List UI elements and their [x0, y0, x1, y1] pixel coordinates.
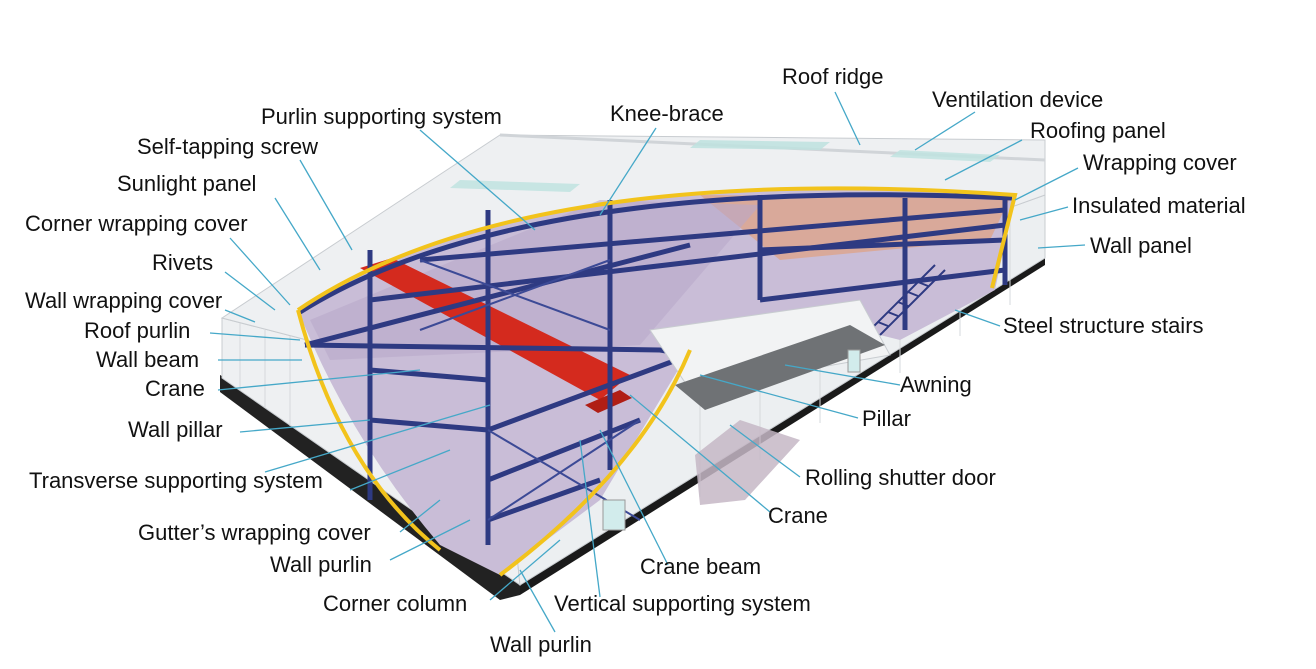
label-wall-purlin-left: Wall purlin — [270, 552, 372, 577]
label-awning: Awning — [900, 372, 972, 397]
label-corner-column: Corner column — [323, 591, 468, 616]
label-steel-structure-stairs: Steel structure stairs — [1003, 313, 1204, 338]
label-corner-wrapping-cover: Corner wrapping cover — [25, 211, 248, 236]
label-purlin-supporting-system: Purlin supporting system — [261, 104, 502, 129]
label-wall-wrapping-cover: Wall wrapping cover — [25, 288, 223, 313]
door-bay-window — [847, 349, 861, 373]
label-sunlight-panel: Sunlight panel — [117, 171, 257, 196]
label-insulated-material: Insulated material — [1072, 193, 1246, 218]
door-bay-wall — [649, 299, 891, 391]
label-knee-brace: Knee-brace — [610, 101, 724, 126]
label-roof-purlin: Roof purlin — [84, 318, 191, 343]
label-roofing-panel: Roofing panel — [1030, 118, 1166, 143]
label-rolling-shutter-door: Rolling shutter door — [805, 465, 996, 490]
label-roof-ridge: Roof ridge — [782, 64, 884, 89]
awning-canopy — [675, 325, 885, 410]
cut-outline — [296, 186, 1018, 312]
label-self-tapping-screw: Self-tapping screw — [137, 134, 318, 159]
label-ventilation-device: Ventilation device — [932, 87, 1104, 112]
label-gutters-wrapping-cover: Gutter’s wrapping cover — [138, 520, 371, 545]
label-crane-beam: Crane beam — [640, 554, 762, 579]
label-rivets: Rivets — [152, 250, 214, 275]
label-wall-beam: Wall beam — [96, 347, 200, 372]
label-wall-purlin-bottom: Wall purlin — [490, 632, 592, 657]
cut-outline-lower — [296, 309, 442, 552]
label-pillar: Pillar — [862, 406, 911, 431]
rolling-shutter-door — [695, 420, 800, 505]
label-transverse-supporting-system: Transverse supporting system — [29, 468, 323, 493]
leader-lines — [209, 91, 1086, 633]
label-wrapping-cover: Wrapping cover — [1083, 150, 1237, 175]
label-crane-right: Crane — [768, 503, 828, 528]
side-window — [602, 499, 626, 531]
cut-outline-front — [498, 349, 692, 577]
label-wall-panel: Wall panel — [1090, 233, 1192, 258]
label-vertical-supporting-system: Vertical supporting system — [554, 591, 811, 616]
label-crane-left: Crane — [145, 376, 205, 401]
label-wall-pillar: Wall pillar — [128, 417, 223, 442]
steel-stairs — [869, 264, 946, 336]
